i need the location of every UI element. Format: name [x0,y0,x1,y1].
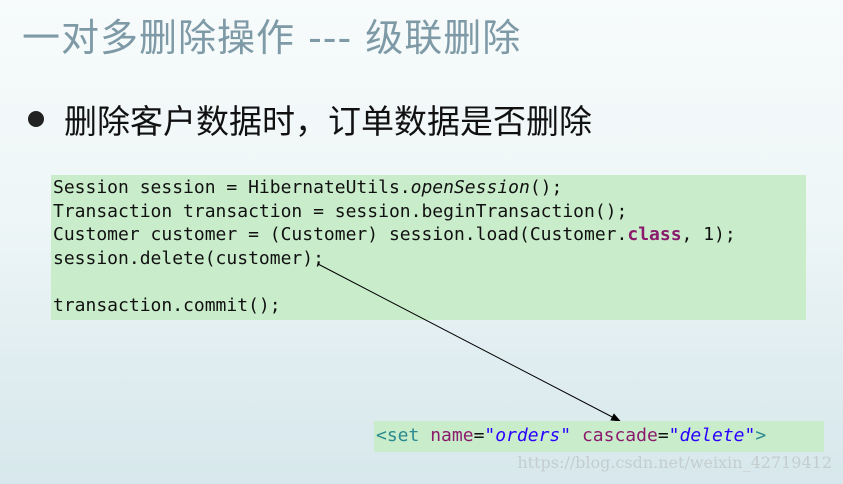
xml-equals: = [473,425,485,446]
code-line-blank [53,270,806,294]
slide-title: 一对多删除操作 --- 级联删除 [22,16,522,60]
xml-equals: = [657,425,669,446]
code-text: Session session = HibernateUtils. [53,177,411,198]
watermark-url: https://blog.csdn.net/weixin_42719412 [517,453,832,472]
code-line-load-customer: Customer customer = (Customer) session.l… [53,223,806,247]
code-keyword-class: class [627,224,682,246]
java-code-block: Session session = HibernateUtils.openSes… [51,175,806,320]
xml-attr-cascade: cascade [581,425,658,446]
code-line-open-session: Session session = HibernateUtils.openSes… [53,176,806,200]
bullet-point: 删除客户数据时，订单数据是否删除 [28,96,592,142]
xml-set-tag: <set [376,425,420,446]
code-line-begin-transaction: Transaction transaction = session.beginT… [53,200,628,222]
code-text: (); [529,177,563,198]
code-line-delete-customer: session.delete(customer); [53,247,324,269]
bullet-text: 删除客户数据时，订单数据是否删除 [64,102,592,141]
bullet-dot-icon [28,111,44,127]
xml-value-delete: "delete" [668,425,756,446]
code-line-commit: transaction.commit(); [53,294,281,316]
code-text: Customer customer = (Customer) session.l… [53,224,628,246]
hbm-set-mapping: <set name="orders" cascade="delete"> [374,421,824,452]
xml-close-bracket: > [755,425,767,446]
code-method-open-session: openSession [410,177,530,198]
xml-attr-name: name [430,425,474,446]
code-text: , 1); [681,224,736,246]
xml-value-orders: "orders" [484,425,572,446]
